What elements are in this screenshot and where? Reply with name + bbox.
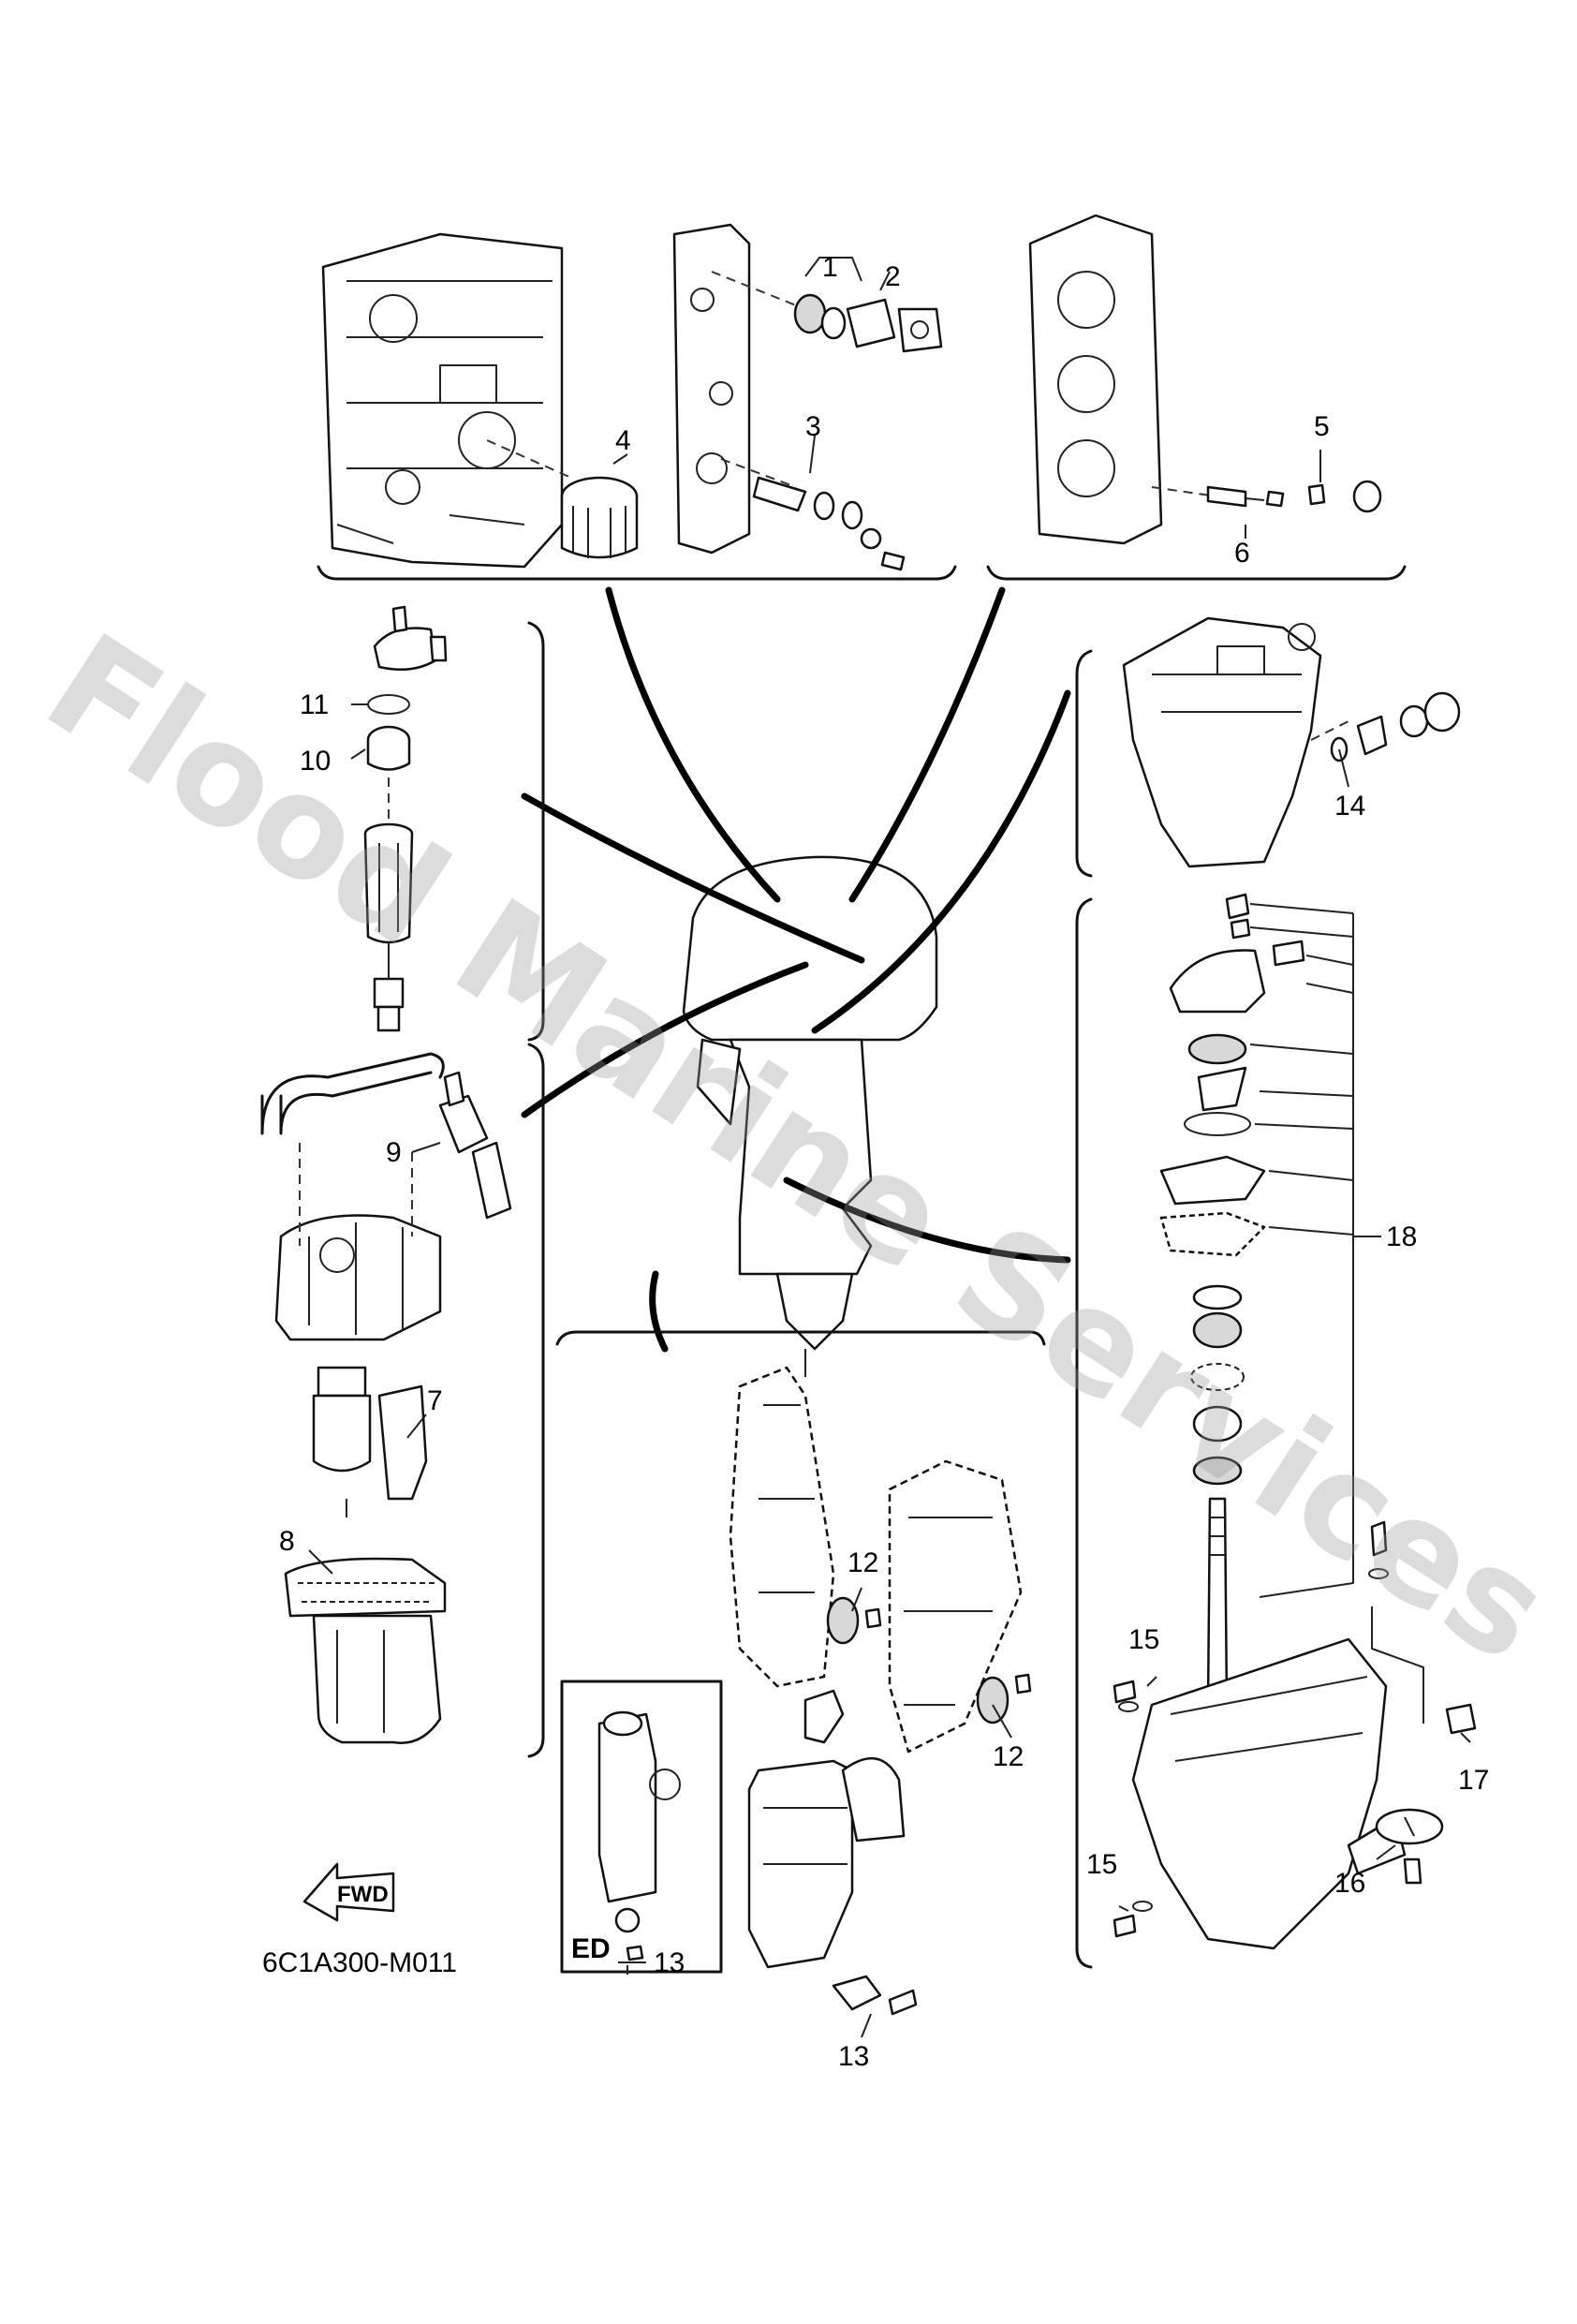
cylinder-block-drawing: [321, 232, 564, 569]
thermostat-assembly: [793, 293, 943, 353]
callout-11: 11: [300, 689, 329, 720]
clamp-bracket-left: [729, 1366, 882, 1688]
callout-14: 14: [1334, 791, 1365, 822]
water-pump-kit: [1159, 893, 1381, 1598]
ed-inset-box: ED: [560, 1680, 723, 1975]
anode-assembly: [752, 476, 906, 571]
exhaust-cover-drawing: [672, 223, 806, 555]
callouts: 1 2 3 4 5 6 7 8 9 10 11 12 12 13 13 14 1…: [279, 252, 1489, 2072]
vapor-separator-upper: [274, 1143, 442, 1341]
callout-1: 1: [822, 252, 838, 283]
callout-13b: 13: [838, 2041, 869, 2072]
fwd-label: FWD: [337, 1882, 389, 1907]
callout-5: 5: [1314, 411, 1330, 442]
fuel-pump: [312, 1366, 428, 1517]
callout-2: 2: [885, 261, 901, 292]
callout-3: 3: [805, 411, 821, 442]
upper-casing-drawing: [1122, 616, 1461, 868]
top-right-bracket: [986, 565, 1407, 581]
fuel-hose-and-filter: [260, 1052, 512, 1220]
callout-4: 4: [615, 425, 631, 456]
oil-filter: [486, 439, 639, 559]
anode-and-trim-tab: [1113, 1680, 1477, 1938]
cylinder-head-drawing: [1028, 214, 1218, 545]
callout-10: 10: [300, 746, 331, 777]
callout-17: 17: [1458, 1765, 1489, 1796]
callout-16: 16: [1334, 1868, 1365, 1899]
drawing-code: 6C1A300-M011: [262, 1947, 457, 1978]
callout-15b: 15: [1086, 1849, 1117, 1880]
bottom-center-bracket: [555, 1330, 1046, 1346]
callout-12a: 12: [847, 1547, 878, 1578]
callout-6: 6: [1234, 538, 1250, 569]
callout-9: 9: [386, 1137, 402, 1168]
top-left-bracket: [317, 565, 957, 581]
callout-15a: 15: [1128, 1624, 1159, 1655]
callout-18: 18: [1386, 1221, 1417, 1252]
left-lower-bracket: [527, 1043, 545, 1758]
fuel-filter-assembly: [363, 605, 448, 1032]
callout-13a: 13: [654, 1947, 685, 1978]
callout-leaders: [308, 257, 1471, 2038]
connector-lines: [521, 586, 1071, 1353]
callout-12b: 12: [993, 1741, 1024, 1772]
power-trim-tilt-unit: [747, 1689, 918, 2016]
clamp-bracket-right: [888, 1459, 1032, 1754]
fwd-direction-arrow: FWD: [302, 1862, 395, 1922]
float-chamber: [284, 1557, 447, 1744]
left-upper-bracket: [527, 621, 545, 1042]
drive-shaft-stack: [1190, 1284, 1245, 1707]
right-lower-bracket: [1075, 897, 1093, 1969]
outboard-motor-silhouette: [682, 855, 938, 1377]
ed-label: ED: [571, 1933, 611, 1964]
lower-unit-gearcase: [1131, 1520, 1424, 1950]
temperature-sensor: [1206, 480, 1382, 513]
right-upper-bracket: [1075, 649, 1093, 878]
callout-8: 8: [279, 1526, 295, 1557]
callout-7: 7: [427, 1385, 443, 1416]
